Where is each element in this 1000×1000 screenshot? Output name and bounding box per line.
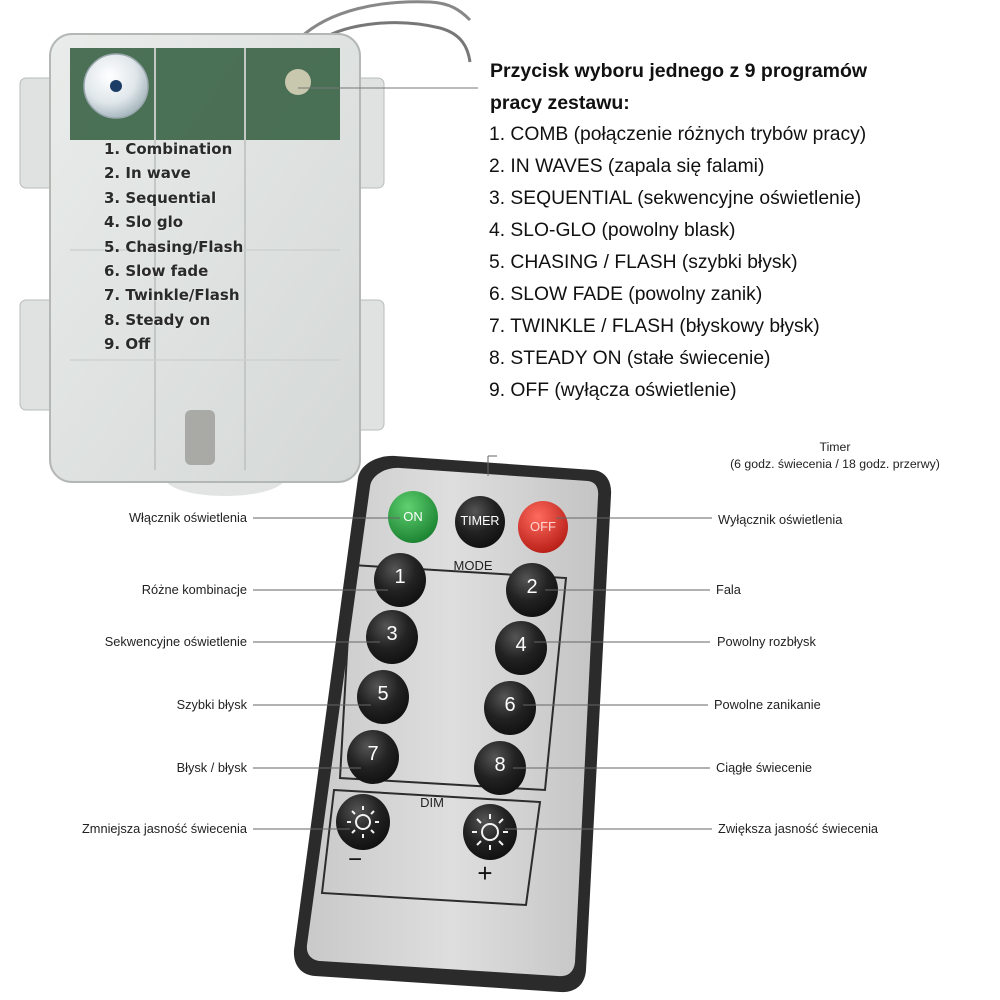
dim-label: DIM bbox=[420, 795, 444, 810]
mode-button-3[interactable] bbox=[366, 610, 418, 664]
timer-callout-title: Timer bbox=[819, 440, 851, 454]
mode-button-7-label: 7 bbox=[367, 743, 379, 765]
sun-bright-icon bbox=[472, 814, 508, 850]
callout-dim-plus: Zwiększa jasność świecenia bbox=[718, 821, 879, 836]
mode-button-5-label: 5 bbox=[377, 683, 389, 705]
mode-button-4-label: 4 bbox=[515, 634, 527, 656]
callout-button-8: Ciągłe świecenie bbox=[716, 760, 813, 775]
mode-button-8-label: 8 bbox=[494, 754, 506, 776]
program-item-1: 1. COMB (połączenie różnych trybów pracy… bbox=[489, 124, 867, 145]
list-item: 9. Off bbox=[104, 335, 151, 354]
battery-box-mode-list: 1. Combination 2. In wave 3. Sequential … bbox=[104, 140, 243, 360]
on-button[interactable] bbox=[388, 491, 438, 543]
minus-label: − bbox=[347, 846, 362, 873]
mode-button-6[interactable] bbox=[484, 681, 536, 735]
dim-plus-button[interactable] bbox=[463, 804, 517, 860]
off-button-label: OFF bbox=[530, 519, 556, 534]
sun-dim-icon bbox=[347, 806, 379, 838]
list-item: 4. Slo glo bbox=[104, 213, 184, 232]
timer-button-label: TIMER bbox=[460, 514, 500, 528]
list-item: 8. Steady on bbox=[104, 310, 211, 329]
plus-label: + bbox=[477, 858, 493, 888]
list-item: 7. Twinkle/Flash bbox=[104, 286, 240, 305]
callout-lines bbox=[253, 455, 712, 830]
mode-button-2[interactable] bbox=[506, 563, 558, 617]
callout-off: Wyłącznik oświetlenia bbox=[718, 512, 843, 527]
callout-button-4: Powolny rozbłysk bbox=[717, 634, 816, 649]
program-item-2: 2. IN WAVES (zapala się falami) bbox=[489, 156, 765, 177]
callout-button-1: Różne kombinacje bbox=[141, 582, 247, 597]
mode-button-2-label: 2 bbox=[526, 576, 538, 598]
on-button-label: ON bbox=[403, 509, 423, 524]
callout-button-5: Szybki błysk bbox=[176, 697, 247, 712]
heading-line-2: pracy zestawu: bbox=[490, 92, 630, 114]
list-item: 6. Slow fade bbox=[104, 261, 209, 280]
program-item-9: 9. OFF (wyłącza oświetlenie) bbox=[489, 380, 737, 401]
callout-button-7: Błysk / błysk bbox=[176, 760, 247, 775]
list-item: 2. In wave bbox=[104, 164, 191, 183]
callout-on: Włącznik oświetlenia bbox=[128, 510, 247, 525]
dim-minus-button[interactable] bbox=[336, 794, 390, 850]
mode-button-1[interactable] bbox=[374, 553, 426, 607]
list-item: 5. Chasing/Flash bbox=[104, 237, 244, 256]
program-item-6: 6. SLOW FADE (powolny zanik) bbox=[489, 284, 763, 305]
callout-dim-minus: Zmniejsza jasność świecenia bbox=[81, 821, 247, 836]
battery-box bbox=[19, 33, 385, 496]
callout-button-2: Fala bbox=[716, 582, 741, 597]
program-item-5: 5. CHASING / FLASH (szybki błysk) bbox=[489, 252, 798, 273]
program-item-4: 4. SLO-GLO (powolny blask) bbox=[489, 220, 736, 241]
mode-panel bbox=[338, 563, 568, 792]
mode-button-3-label: 3 bbox=[386, 623, 398, 645]
program-item-8: 8. STEADY ON (stałe świecenie) bbox=[489, 348, 771, 369]
mode-button-1-label: 1 bbox=[394, 566, 406, 588]
mode-button-5[interactable] bbox=[357, 670, 409, 724]
list-item: 1. Combination bbox=[104, 140, 233, 158]
list-item: 3. Sequential bbox=[104, 188, 217, 207]
off-button[interactable] bbox=[518, 501, 568, 553]
callout-button-3: Sekwencyjne oświetlenie bbox=[104, 634, 247, 649]
mode-button-4[interactable] bbox=[495, 621, 547, 675]
dim-panel bbox=[320, 788, 542, 907]
program-item-7: 7. TWINKLE / FLASH (błyskowy błysk) bbox=[489, 316, 820, 337]
timer-callout-detail: (6 godz. świecenia / 18 godz. przerwy) bbox=[730, 457, 940, 471]
wires bbox=[298, 0, 472, 63]
callout-button-6: Powolne zanikanie bbox=[714, 697, 821, 712]
mode-button-6-label: 6 bbox=[504, 694, 516, 716]
remote-buttons bbox=[336, 491, 568, 860]
mode-button-8[interactable] bbox=[474, 741, 526, 795]
mode-button-7[interactable] bbox=[347, 730, 399, 784]
timer-button[interactable] bbox=[455, 496, 505, 548]
program-item-3: 3. SEQUENTIAL (sekwencyjne oświetlenie) bbox=[489, 188, 862, 209]
mode-label: MODE bbox=[453, 558, 493, 573]
heading-line-1: Przycisk wyboru jednego z 9 programów bbox=[490, 60, 868, 82]
